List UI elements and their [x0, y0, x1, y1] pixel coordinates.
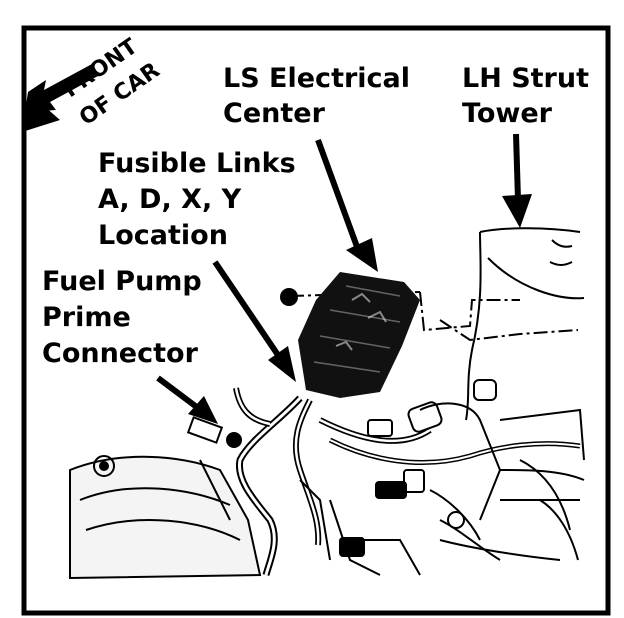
fuel-pump-label-line1: Fuel Pump — [42, 266, 202, 297]
fuel-pump-prime-connector — [186, 416, 242, 448]
front-of-car-arrow — [22, 64, 98, 132]
ls-electrical-center-label-line1: LS Electrical — [223, 63, 410, 94]
wiring-harness — [233, 387, 581, 576]
diagram-frame — [21, 25, 611, 616]
fusible-links-arrow — [212, 260, 296, 382]
lh-strut-tower-label-line2: Tower — [462, 98, 553, 129]
strut-tower — [465, 227, 585, 421]
fusible-links-label-line3: Location — [98, 220, 228, 251]
lh-strut-tower-label-line1: LH Strut — [462, 63, 589, 94]
reference-dot — [280, 288, 298, 306]
ls-electrical-center-label-line2: Center — [223, 98, 326, 129]
engine-components — [69, 379, 585, 580]
lh-strut-tower-arrow — [502, 133, 532, 228]
fusible-links-label-line1: Fusible Links — [98, 148, 296, 179]
fuel-pump-label-line2: Prime — [42, 302, 131, 333]
fusible-links-label-line2: A, D, X, Y — [98, 184, 242, 215]
ls-electrical-center — [298, 272, 420, 398]
ls-electrical-center-arrow — [315, 138, 378, 272]
fuel-pump-connector-arrow — [156, 375, 218, 424]
fuel-pump-label-line3: Connector — [42, 338, 199, 369]
